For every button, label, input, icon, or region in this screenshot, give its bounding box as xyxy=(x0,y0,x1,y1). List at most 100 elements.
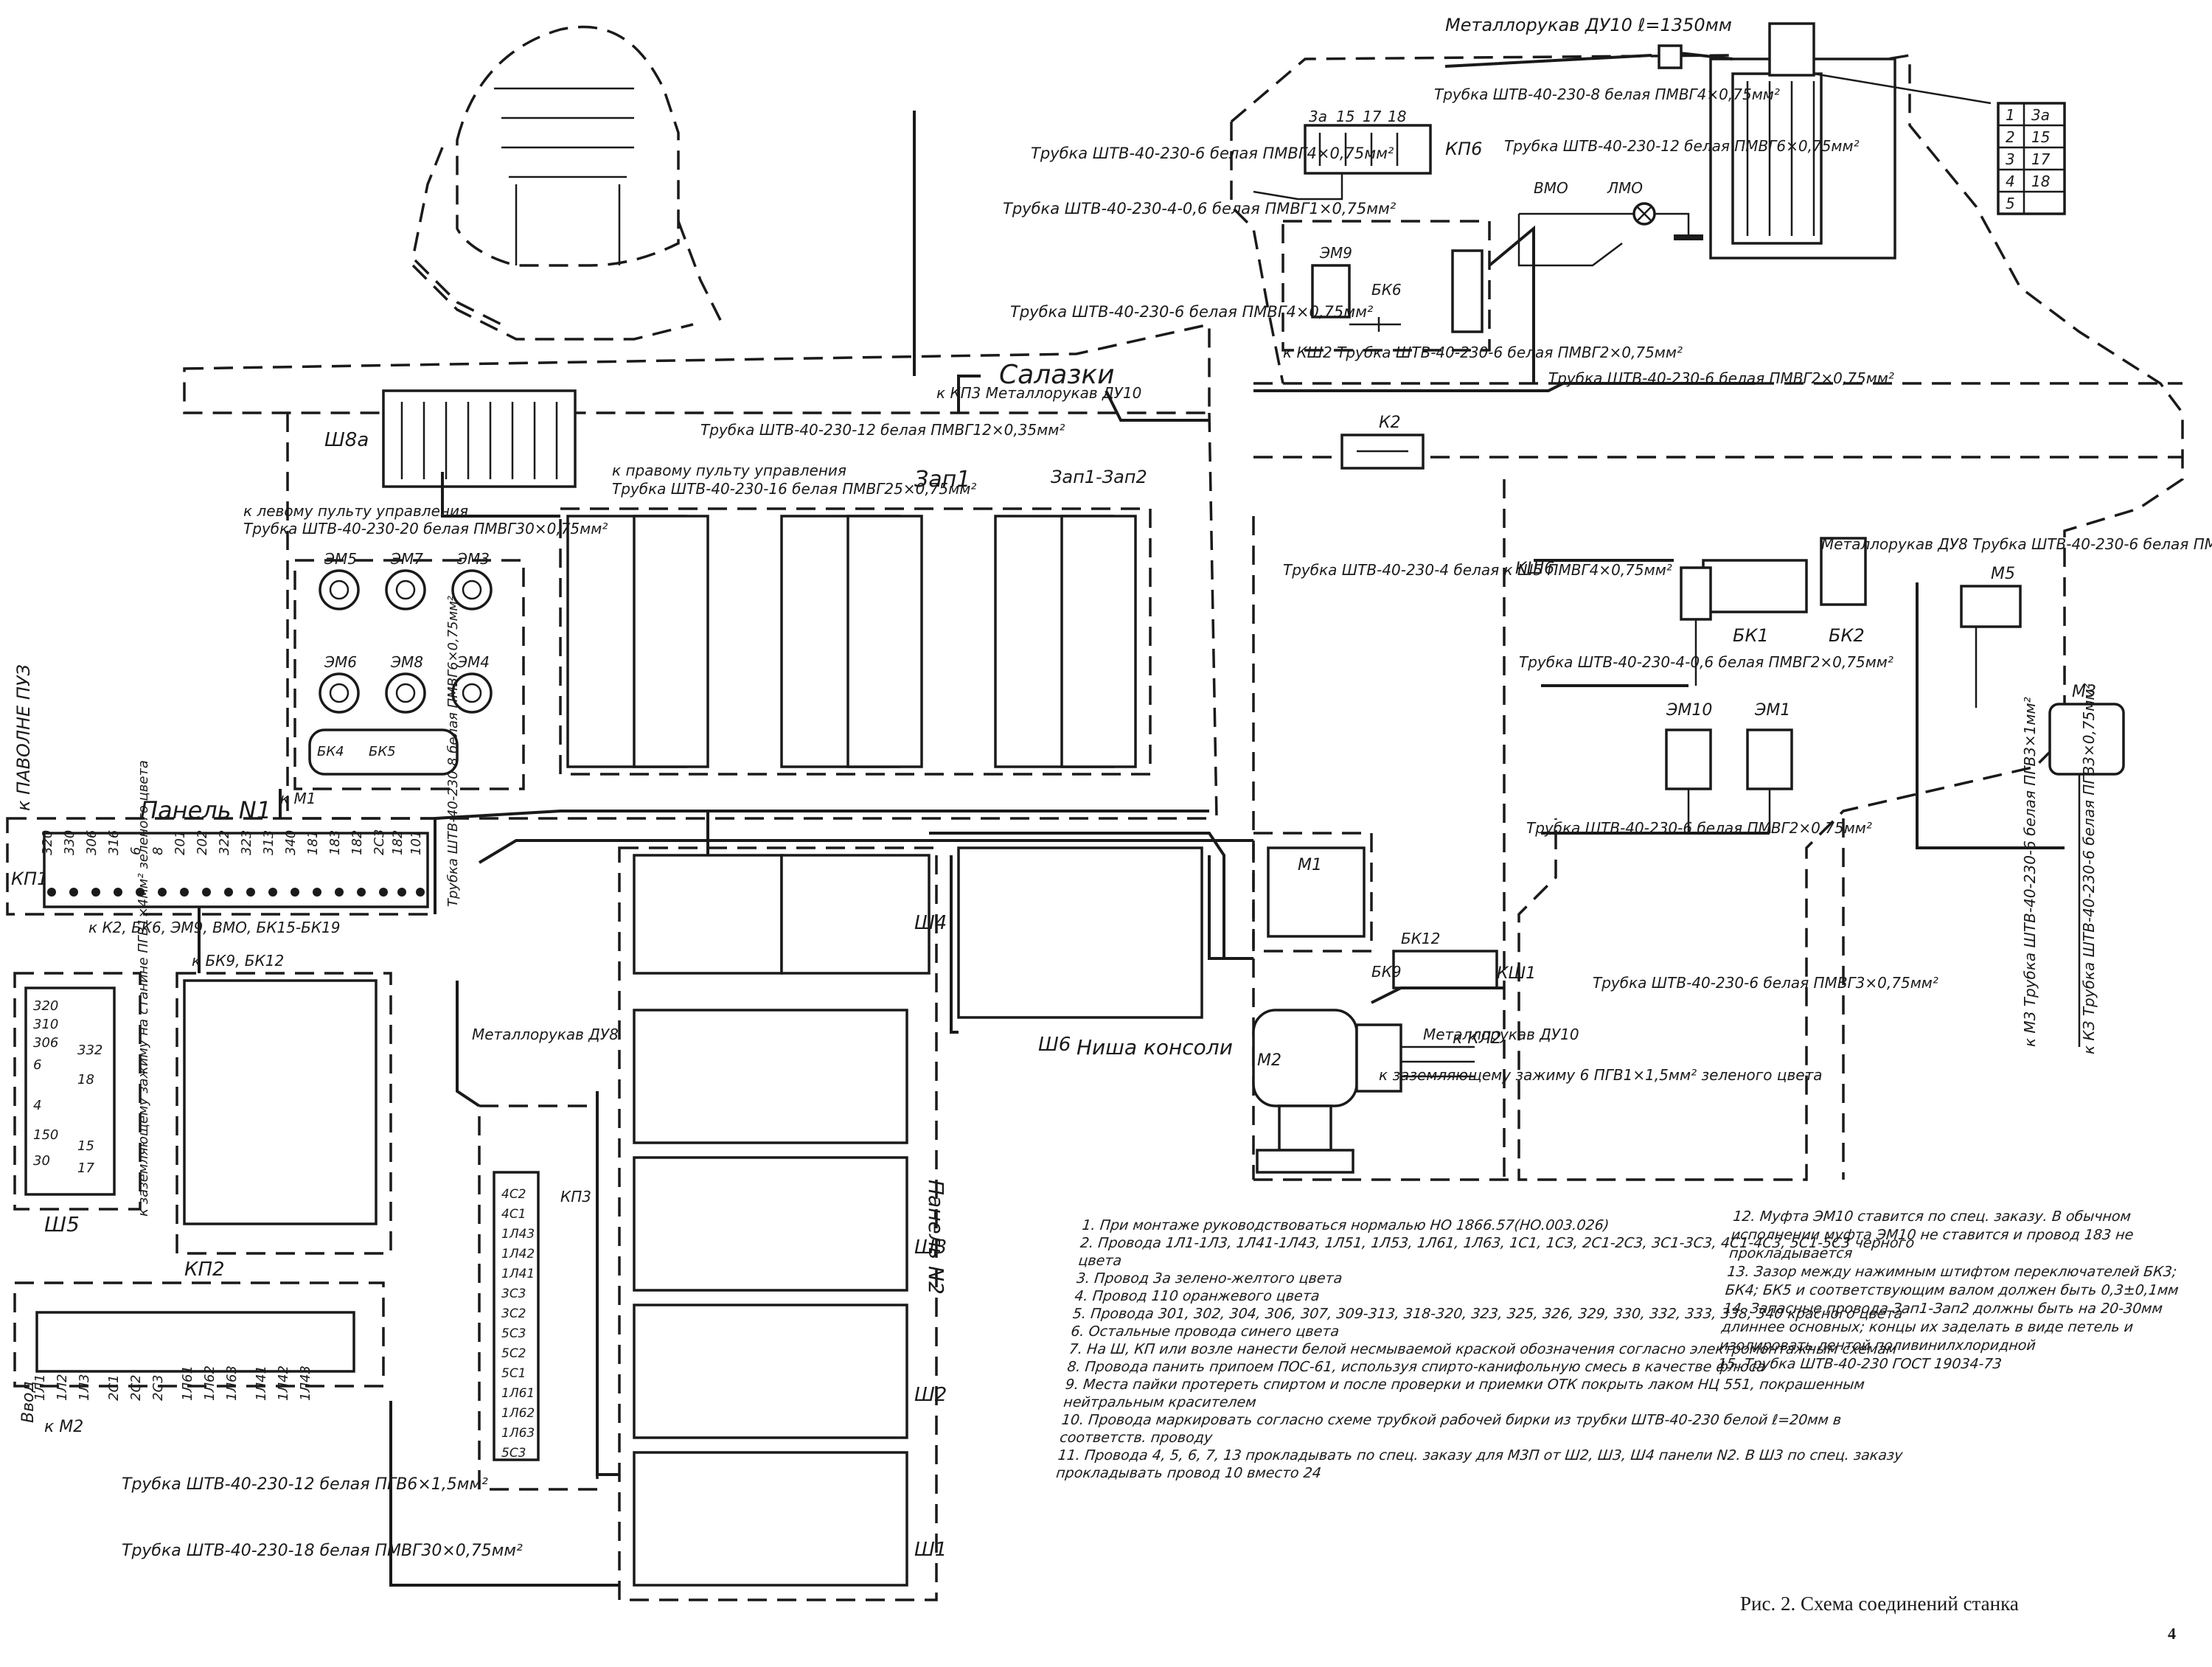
p1-t12: 340 xyxy=(283,830,299,855)
kp2-t6: 2С3 xyxy=(150,1375,166,1401)
bk5-label: БК5 xyxy=(369,744,396,759)
sh5-t1: 320 xyxy=(33,998,58,1014)
sh5-t6: 18 xyxy=(77,1072,94,1087)
sh5-terminals: 320 310 306 332 6 18 4 150 30 15 17 xyxy=(33,998,102,1176)
cable-0: Металлорукав ДУ10 ℓ=1350мм xyxy=(1445,15,1732,35)
p1-t16: 2С3 xyxy=(372,829,387,855)
table-r1c1: 1 xyxy=(2006,106,2015,124)
cable-2: Трубка ШТВ-40-230-6 белая ПМВГ4×0,75мм² xyxy=(1031,145,1394,162)
kp2-t8: 1Л62 xyxy=(202,1365,218,1401)
kp2-t4: 2С1 xyxy=(106,1375,122,1401)
kp3-t12: 1Л62 xyxy=(501,1406,535,1421)
table-r2c2: 15 xyxy=(2031,128,2050,146)
sh5-t2: 310 xyxy=(33,1017,58,1032)
kp3-t5: 1Л41 xyxy=(501,1267,535,1281)
kp6-t2: 15 xyxy=(1336,108,1354,125)
terminal-columns-lower xyxy=(618,846,1203,1601)
kp3-label: КП3 xyxy=(560,1188,591,1205)
bk12-label: БК12 xyxy=(1401,930,1440,947)
sh5-t10: 15 xyxy=(77,1138,94,1154)
note-13: 13. Зазор между нажимным штифтом переклю… xyxy=(1724,1264,2180,1298)
m5-label: М5 xyxy=(1991,565,2015,583)
sh5-t8: 150 xyxy=(33,1127,58,1143)
zap1-zap2-label: Зап1-Зап2 xyxy=(1051,467,1147,487)
cable-21: к КЗ Трубка ШТВ-40-230-6 белая ПГВ3×0,75… xyxy=(2080,683,2098,1054)
sh4-label: Ш4 xyxy=(914,912,947,934)
cable-25: Трубка ШТВ-40-230-18 белая ПМВГ30×0,75мм… xyxy=(122,1542,523,1560)
page-number: 4 xyxy=(2168,1624,2176,1643)
cable-10: к правому пульту управления xyxy=(612,462,846,479)
cable-3: Трубка ШТВ-40-230-4-0,6 белая ПМВГ1×0,75… xyxy=(1003,200,1397,217)
top-right-switch-block xyxy=(1444,22,1992,260)
p1-t4: 316 xyxy=(106,830,122,855)
p1-t17: 182 xyxy=(390,830,406,855)
em7-label: ЭМ7 xyxy=(390,550,423,568)
bk2-label: БК2 xyxy=(1829,625,1865,646)
note-12: 12. Муфта ЭМ10 ставится по спец. заказу.… xyxy=(1728,1208,2135,1261)
em1-label: ЭМ1 xyxy=(1754,701,1790,720)
p1-t10: 323 xyxy=(239,830,254,855)
cable-16: Трубка ШТВ-40-230-4-0,6 белая ПМВГ2×0,75… xyxy=(1519,653,1893,671)
cable-19: к заземляющему зажиму 6 ПГВ1×1,5мм² зеле… xyxy=(1379,1066,1823,1084)
table-r4c2: 18 xyxy=(2031,173,2050,190)
cable-26: к К2, БК6, ЭМ9, ВМО, БК15-БК19 xyxy=(88,919,340,936)
note-10: 10. Провода маркировать согласно схеме т… xyxy=(1059,1412,1843,1446)
kp3-t13: 1Л63 xyxy=(501,1426,535,1441)
m2-label: М2 xyxy=(1257,1051,1281,1070)
wiring-runs xyxy=(198,111,2065,1587)
m5-block: М5 xyxy=(1960,565,2022,708)
panel1-label: Панель N1 xyxy=(140,796,271,824)
p1-t1: 320 xyxy=(40,830,55,855)
kp3-t1: 4С2 xyxy=(501,1187,526,1202)
vertical-callout-left: к ПАВОЛНЕ ПУЗ xyxy=(13,664,34,811)
note-14: 14. Запасные провода Зап1-Зап2 должны бы… xyxy=(1719,1301,2164,1354)
sh5-t11: 17 xyxy=(77,1160,94,1176)
cable-9: Трубка ШТВ-40-230-12 белая ПМВГ12×0,35мм… xyxy=(700,421,1065,439)
note-11: 11. Провода 4, 5, 6, 7, 13 прокладывать … xyxy=(1055,1447,1904,1481)
table-r3c2: 17 xyxy=(2031,150,2051,168)
kp6-t1: 3а xyxy=(1309,108,1327,125)
bk9-label: БК9 xyxy=(1371,963,1402,981)
kp3-t2: 4С1 xyxy=(501,1207,526,1222)
p1-t15: 182 xyxy=(349,830,365,855)
cable-14: Металлорукав ДУ8 Трубка ШТВ-40-230-6 бел… xyxy=(1821,535,2212,553)
bk4-label: БК4 xyxy=(317,744,344,759)
em10-em1-block: ЭМ10 ЭМ1 xyxy=(1665,701,1793,833)
table-r3c1: 3 xyxy=(2006,150,2015,168)
kp2-label: КП2 xyxy=(184,1259,225,1281)
sh8a-block: Ш8а xyxy=(324,389,577,488)
m2-motor: М2 к КЛ2 xyxy=(1252,1009,1501,1174)
cable-callouts: Металлорукав ДУ10 ℓ=1350мм Трубка ШТВ-40… xyxy=(88,15,2212,1560)
kp6-label: КП6 xyxy=(1445,139,1482,159)
note-15: 15. Трубка ШТВ-40-230 ГОСТ 19034-73 xyxy=(1717,1356,2003,1372)
bk1-label: БК1 xyxy=(1733,625,1769,646)
kp2-t7: 1Л61 xyxy=(180,1365,195,1401)
table-r2c1: 2 xyxy=(2006,128,2015,146)
p1-t5: 6 xyxy=(128,847,144,855)
vmo-label: ВМО xyxy=(1534,179,1568,197)
vvod-label: Ввод xyxy=(19,1381,38,1423)
sh5-t4: 332 xyxy=(77,1043,102,1058)
p1-t6: 8 xyxy=(150,847,166,855)
cable-28: к заземляющему зажиму на станине ПГВ1×4м… xyxy=(136,760,151,1217)
p1-t2: 330 xyxy=(62,830,77,855)
k2-block: К2 xyxy=(1340,414,1425,470)
bk6-label: БК6 xyxy=(1371,281,1402,299)
zap1-label: Зап1 xyxy=(914,467,970,493)
sh5-t5: 6 xyxy=(33,1057,41,1073)
p1-t13: 181 xyxy=(305,830,321,855)
sh5-t9: 30 xyxy=(33,1153,50,1169)
sh8a-label: Ш8а xyxy=(324,429,369,451)
sh6-label: Ш6 xyxy=(1038,1034,1071,1056)
bk1-bk2-block: БК1 БК2 xyxy=(1680,537,1867,686)
cable-23: Металлорукав ДУ8 xyxy=(472,1026,619,1043)
lmo-label: ЛМО xyxy=(1607,179,1643,197)
cable-24: Трубка ШТВ-40-230-12 белая ПГВ6×1,5мм² xyxy=(122,1475,488,1494)
cable-8: к КП3 Металлорукав ДУ10 xyxy=(936,384,1141,402)
kp2-t3: 1Л3 xyxy=(77,1374,92,1401)
kp3-t4: 1Л42 xyxy=(501,1247,535,1261)
kp2-t2: 1Л2 xyxy=(55,1374,70,1401)
kp3-t7: 3С2 xyxy=(501,1306,526,1321)
kp2-t12: 1Л43 xyxy=(298,1365,313,1401)
m1-label: М1 xyxy=(1298,856,1322,874)
